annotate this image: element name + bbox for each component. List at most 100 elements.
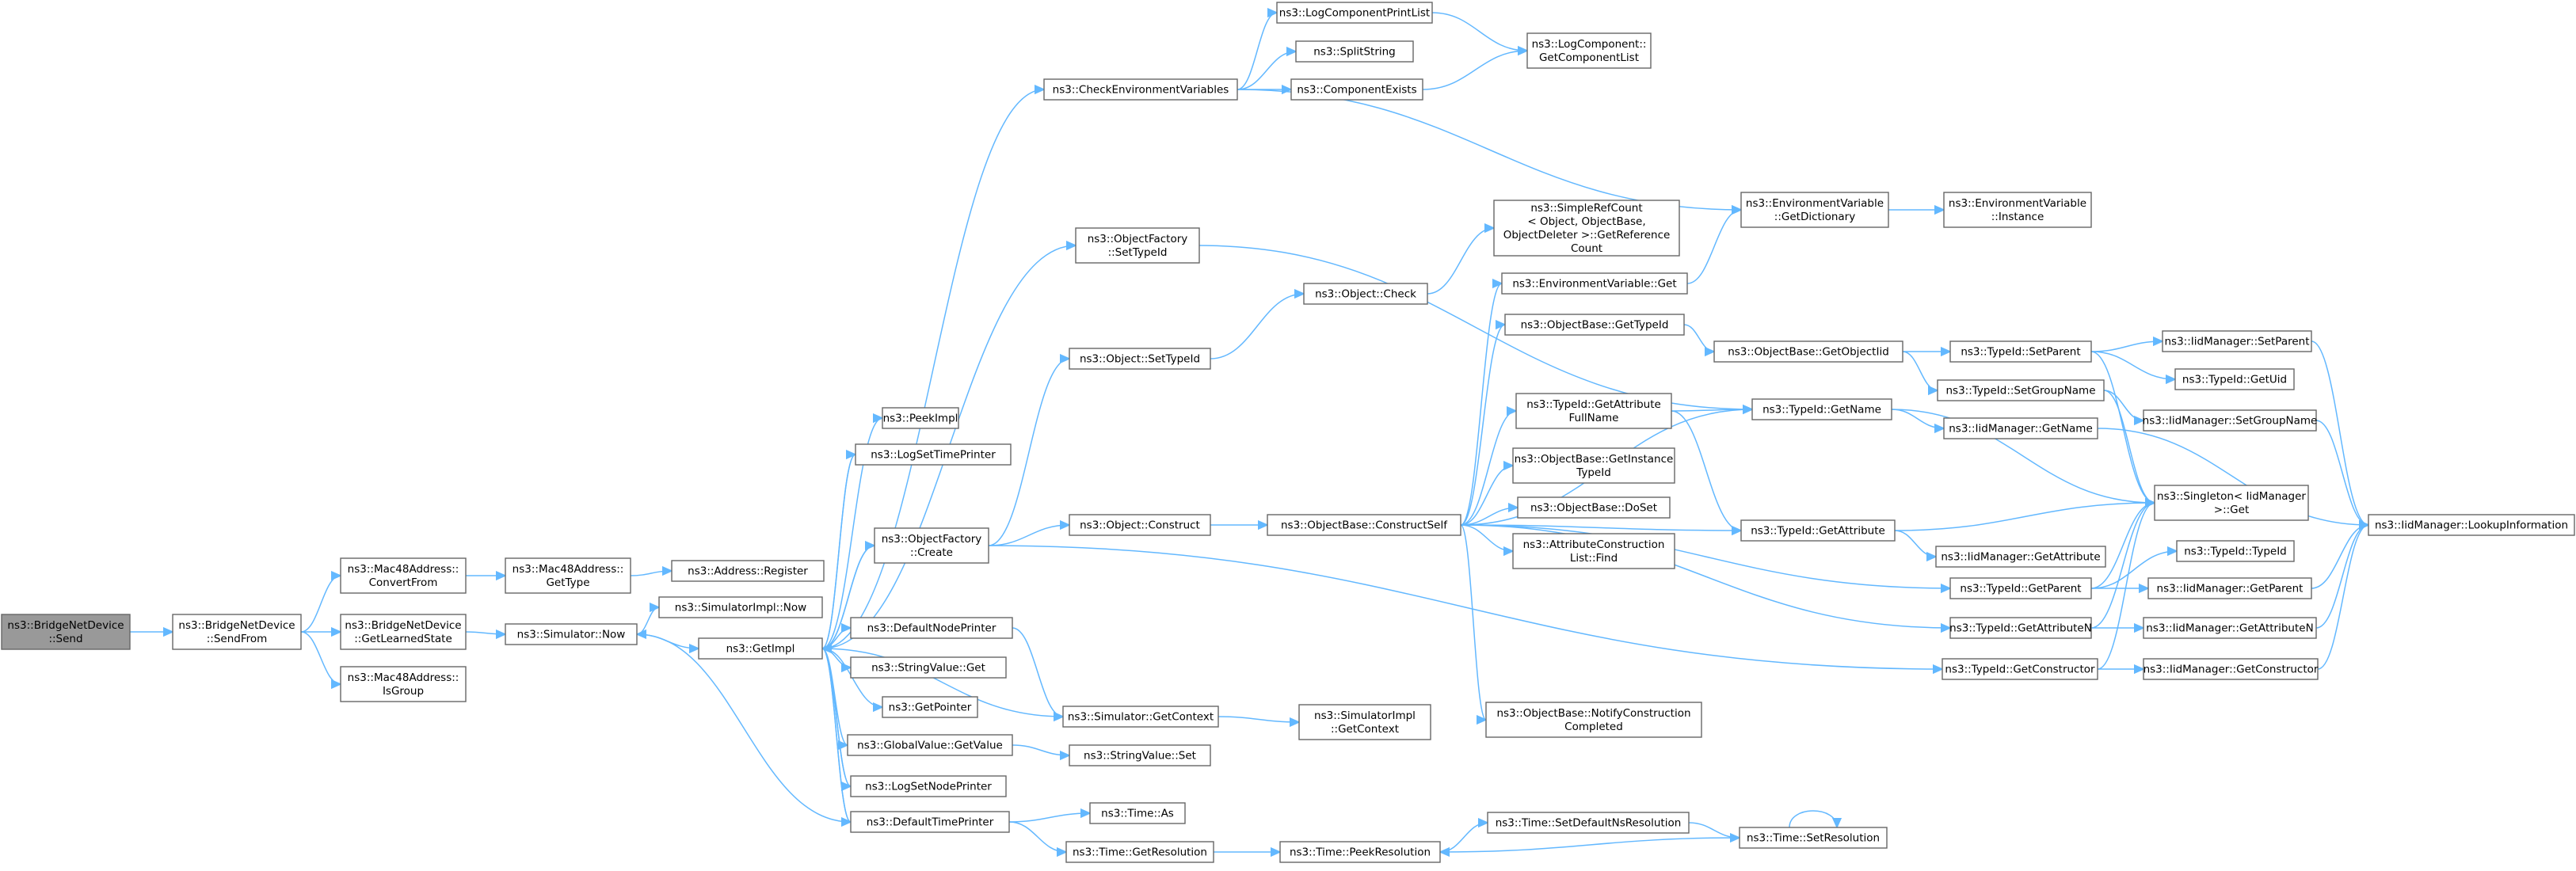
node-mac_gettype[interactable]: ns3::Mac48Address::GetType <box>505 557 631 594</box>
node-objfactory_create[interactable]: ns3::ObjectFactory::Create <box>874 527 989 564</box>
node-objbase_notifyconstruction[interactable]: ns3::ObjectBase::NotifyConstructionCompl… <box>1485 702 1702 738</box>
node-sim_now[interactable]: ns3::Simulator::Now <box>505 623 638 645</box>
node-peekimpl[interactable]: ns3::PeekImpl <box>882 407 959 429</box>
node-stringvalue_set[interactable]: ns3::StringValue::Set <box>1069 744 1211 766</box>
node-label: ns3::TypeId::GetUid <box>2182 374 2287 386</box>
node-singleton_get[interactable]: ns3::Singleton< IidManager >::Get <box>2154 485 2309 521</box>
node-time_getresolution[interactable]: ns3::Time::GetResolution <box>1065 841 1214 863</box>
node-envvar_get[interactable]: ns3::EnvironmentVariable::Get <box>1501 272 1688 295</box>
node-simplerefcount[interactable]: ns3::SimpleRefCount< Object, ObjectBase,… <box>1493 200 1680 257</box>
node-sendfrom[interactable]: ns3::BridgeNetDevice::SendFrom <box>172 614 302 650</box>
node-label: ns3::SimulatorImpl::Now <box>675 602 806 614</box>
edge-checkenv-to-logcompprintlist <box>1237 13 1277 90</box>
node-stringvalue_get[interactable]: ns3::StringValue::Get <box>850 656 1007 679</box>
node-envvar_instance[interactable]: ns3::EnvironmentVariable::Instance <box>1943 192 2092 228</box>
node-typeid_getconstructor[interactable]: ns3::TypeId::GetConstructor <box>1942 658 2098 680</box>
node-logcomp_getlist[interactable]: ns3::LogComponent::GetComponentList <box>1526 32 1652 69</box>
node-checkenv[interactable]: ns3::CheckEnvironmentVariables <box>1043 78 1238 101</box>
node-getpointer[interactable]: ns3::GetPointer <box>882 696 978 718</box>
node-object_check[interactable]: ns3::Object::Check <box>1303 283 1428 305</box>
edge-iidmgr_setgroupname-to-iidmgr_lookupinfo <box>2315 420 2368 525</box>
node-objfactory_settypeid[interactable]: ns3::ObjectFactory::SetTypeId <box>1075 227 1200 264</box>
node-label: ns3::IidManager::SetParent <box>2165 336 2310 348</box>
node-typeid_getname[interactable]: ns3::TypeId::GetName <box>1751 398 1892 420</box>
edge-typeid_getparent-to-singleton_get <box>2090 503 2155 589</box>
node-box <box>1751 398 1892 420</box>
edge-objbase_constructself-to-attrconstructionlist_find <box>1460 524 1513 551</box>
node-box <box>1512 533 1675 569</box>
node-time_setresolution[interactable]: ns3::Time::SetResolution <box>1739 827 1888 849</box>
node-box <box>1487 812 1690 834</box>
node-sim_getcontext[interactable]: ns3::Simulator::GetContext <box>1062 706 1219 728</box>
node-label: ns3::ObjectBase::GetObjectIid <box>1728 346 1889 359</box>
node-typeid_setgroupname[interactable]: ns3::TypeId::SetGroupName <box>1937 379 2105 401</box>
node-box <box>1740 519 1896 542</box>
node-logsettimeprinter[interactable]: ns3::LogSetTimePrinter <box>855 443 1012 466</box>
node-time_as[interactable]: ns3::Time::As <box>1089 802 1186 824</box>
node-label: ns3::Time::SetDefaultNsResolution <box>1496 817 1682 830</box>
node-getlearnedstate[interactable]: ns3::BridgeNetDevice::GetLearnedState <box>340 614 467 650</box>
edge-objfactory_create-to-object_construct <box>988 525 1069 546</box>
edge-time_setdefaultns-to-time_setresolution <box>1688 822 1740 838</box>
node-iidmgr_setgroupname[interactable]: ns3::IidManager::SetGroupName <box>2143 409 2318 432</box>
node-box <box>340 557 467 594</box>
node-objbase_doset[interactable]: ns3::ObjectBase::DoSet <box>1517 496 1671 519</box>
node-box <box>2143 658 2319 680</box>
node-isgroup[interactable]: ns3::Mac48Address::IsGroup <box>340 666 467 702</box>
node-time_setdefaultns[interactable]: ns3::Time::SetDefaultNsResolution <box>1487 812 1690 834</box>
node-splitstring[interactable]: ns3::SplitString <box>1295 40 1414 63</box>
node-label: ::GetLearnedState <box>354 633 452 645</box>
node-label: ns3::Time::SetResolution <box>1747 832 1880 845</box>
node-convertfrom[interactable]: ns3::Mac48Address::ConvertFrom <box>340 557 467 594</box>
node-typeid_getuid[interactable]: ns3::TypeId::GetUid <box>2174 368 2295 390</box>
node-label: ns3::ObjectBase::GetTypeId <box>1521 319 1669 332</box>
node-getimpl[interactable]: ns3::GetImpl <box>698 637 823 660</box>
edge-objbase_constructself-to-objbase_gettypeid <box>1460 325 1505 526</box>
node-typeid_typeid[interactable]: ns3::TypeId::TypeId <box>2176 540 2295 562</box>
node-send[interactable]: ns3::BridgeNetDevice::Send <box>1 614 131 650</box>
node-label: ns3::Time::PeekResolution <box>1290 846 1431 859</box>
edge-defaulttimeprinter-to-time_as <box>1008 813 1090 823</box>
node-label: >::Get <box>2214 504 2249 516</box>
node-box <box>658 596 823 618</box>
node-label: ns3::GetImpl <box>726 643 795 656</box>
node-objbase_gettypeid[interactable]: ns3::ObjectBase::GetTypeId <box>1504 314 1685 336</box>
node-time_peekresolution[interactable]: ns3::Time::PeekResolution <box>1279 841 1441 863</box>
node-iidmgr_getattributen[interactable]: ns3::IidManager::GetAttributeN <box>2143 617 2317 639</box>
node-defaulttimeprinter[interactable]: ns3::DefaultTimePrinter <box>850 811 1010 833</box>
edge-getimpl-to-checkenv <box>821 89 1044 649</box>
node-typeid_getattributen[interactable]: ns3::TypeId::GetAttributeN <box>1949 617 2092 639</box>
node-object_construct[interactable]: ns3::Object::Construct <box>1069 514 1211 536</box>
node-objbase_constructself[interactable]: ns3::ObjectBase::ConstructSelf <box>1267 514 1461 536</box>
node-logsetnodeprinter[interactable]: ns3::LogSetNodePrinter <box>850 775 1007 797</box>
node-iidmgr_getattribute[interactable]: ns3::IidManager::GetAttribute <box>1935 546 2106 568</box>
node-object_settypeid[interactable]: ns3::Object::SetTypeId <box>1069 348 1211 370</box>
node-box <box>340 614 467 650</box>
node-typeid_getparent[interactable]: ns3::TypeId::GetParent <box>1949 577 2092 599</box>
node-label: ns3::EnvironmentVariable <box>1746 197 1884 210</box>
node-envvar_getdictionary[interactable]: ns3::EnvironmentVariable::GetDictionary <box>1740 192 1889 228</box>
node-typeid_setparent[interactable]: ns3::TypeId::SetParent <box>1949 340 2092 363</box>
node-objbase_getobjectiid[interactable]: ns3::ObjectBase::GetObjectIid <box>1713 340 1903 363</box>
node-globalvalue_getvalue[interactable]: ns3::GlobalValue::GetValue <box>847 734 1013 756</box>
node-box <box>172 614 302 650</box>
node-iidmgr_lookupinfo[interactable]: ns3::IidManager::LookupInformation <box>2368 514 2575 536</box>
node-iidmgr_setparent[interactable]: ns3::IidManager::SetParent <box>2162 330 2312 352</box>
node-label: ns3::TypeId::GetAttribute <box>1751 525 1885 538</box>
node-simimpl_now[interactable]: ns3::SimulatorImpl::Now <box>658 596 823 618</box>
node-typeid_getattribute[interactable]: ns3::TypeId::GetAttribute <box>1740 519 1896 542</box>
node-componentexists[interactable]: ns3::ComponentExists <box>1290 78 1423 101</box>
node-addr_register[interactable]: ns3::Address::Register <box>671 560 825 582</box>
node-simimpl_getcontext[interactable]: ns3::SimulatorImpl::GetContext <box>1298 704 1431 740</box>
node-label: ns3::TypeId::SetParent <box>1961 346 2080 359</box>
node-logcompprintlist[interactable]: ns3::LogComponentPrintList <box>1276 2 1433 24</box>
node-iidmgr_getparent[interactable]: ns3::IidManager::GetParent <box>2147 577 2312 599</box>
edge-sim_getcontext-to-simimpl_getcontext <box>1218 716 1299 722</box>
node-iidmgr_getname[interactable]: ns3::IidManager::GetName <box>1943 417 2098 439</box>
node-iidmgr_getconstructor[interactable]: ns3::IidManager::GetConstructor <box>2143 658 2319 680</box>
node-defaultnodeprinter[interactable]: ns3::DefaultNodePrinter <box>850 617 1013 639</box>
edge-typeid_setparent-to-iidmgr_setparent <box>2090 341 2163 352</box>
